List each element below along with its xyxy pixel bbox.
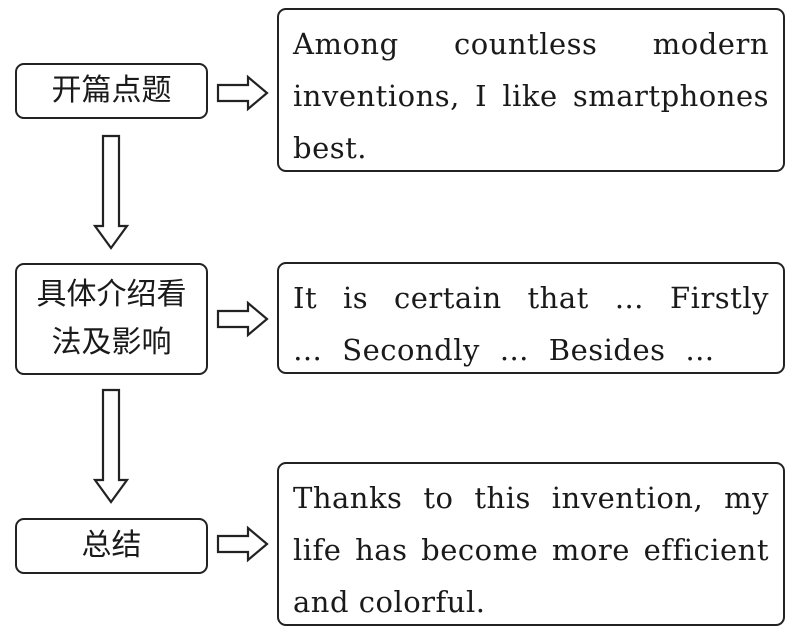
stage-box-body: 具体介绍看法及影响 — [15, 263, 208, 375]
right-arrow-icon — [216, 525, 269, 563]
stage-label-intro: 开篇点题 — [51, 73, 172, 108]
stage-label-summary: 总结 — [81, 528, 142, 563]
content-box-intro: Among countless modern inventions, I lik… — [277, 8, 785, 172]
content-text-body: It is certain that … Firstly … Secondly … — [293, 281, 769, 367]
content-text-intro: Among countless modern inventions, I lik… — [293, 27, 769, 165]
content-box-summary: Thanks to this invention, my life has be… — [277, 462, 785, 626]
down-arrow-icon — [92, 388, 130, 504]
right-arrow-icon — [216, 300, 269, 338]
stage-box-summary: 总结 — [15, 518, 208, 574]
content-text-summary: Thanks to this invention, my life has be… — [293, 481, 769, 619]
stage-box-intro: 开篇点题 — [15, 63, 208, 119]
content-box-body: It is certain that … Firstly … Secondly … — [277, 262, 785, 374]
down-arrow-icon — [92, 134, 130, 250]
stage-label-body: 具体介绍看法及影响 — [36, 277, 187, 360]
right-arrow-icon — [216, 74, 269, 112]
